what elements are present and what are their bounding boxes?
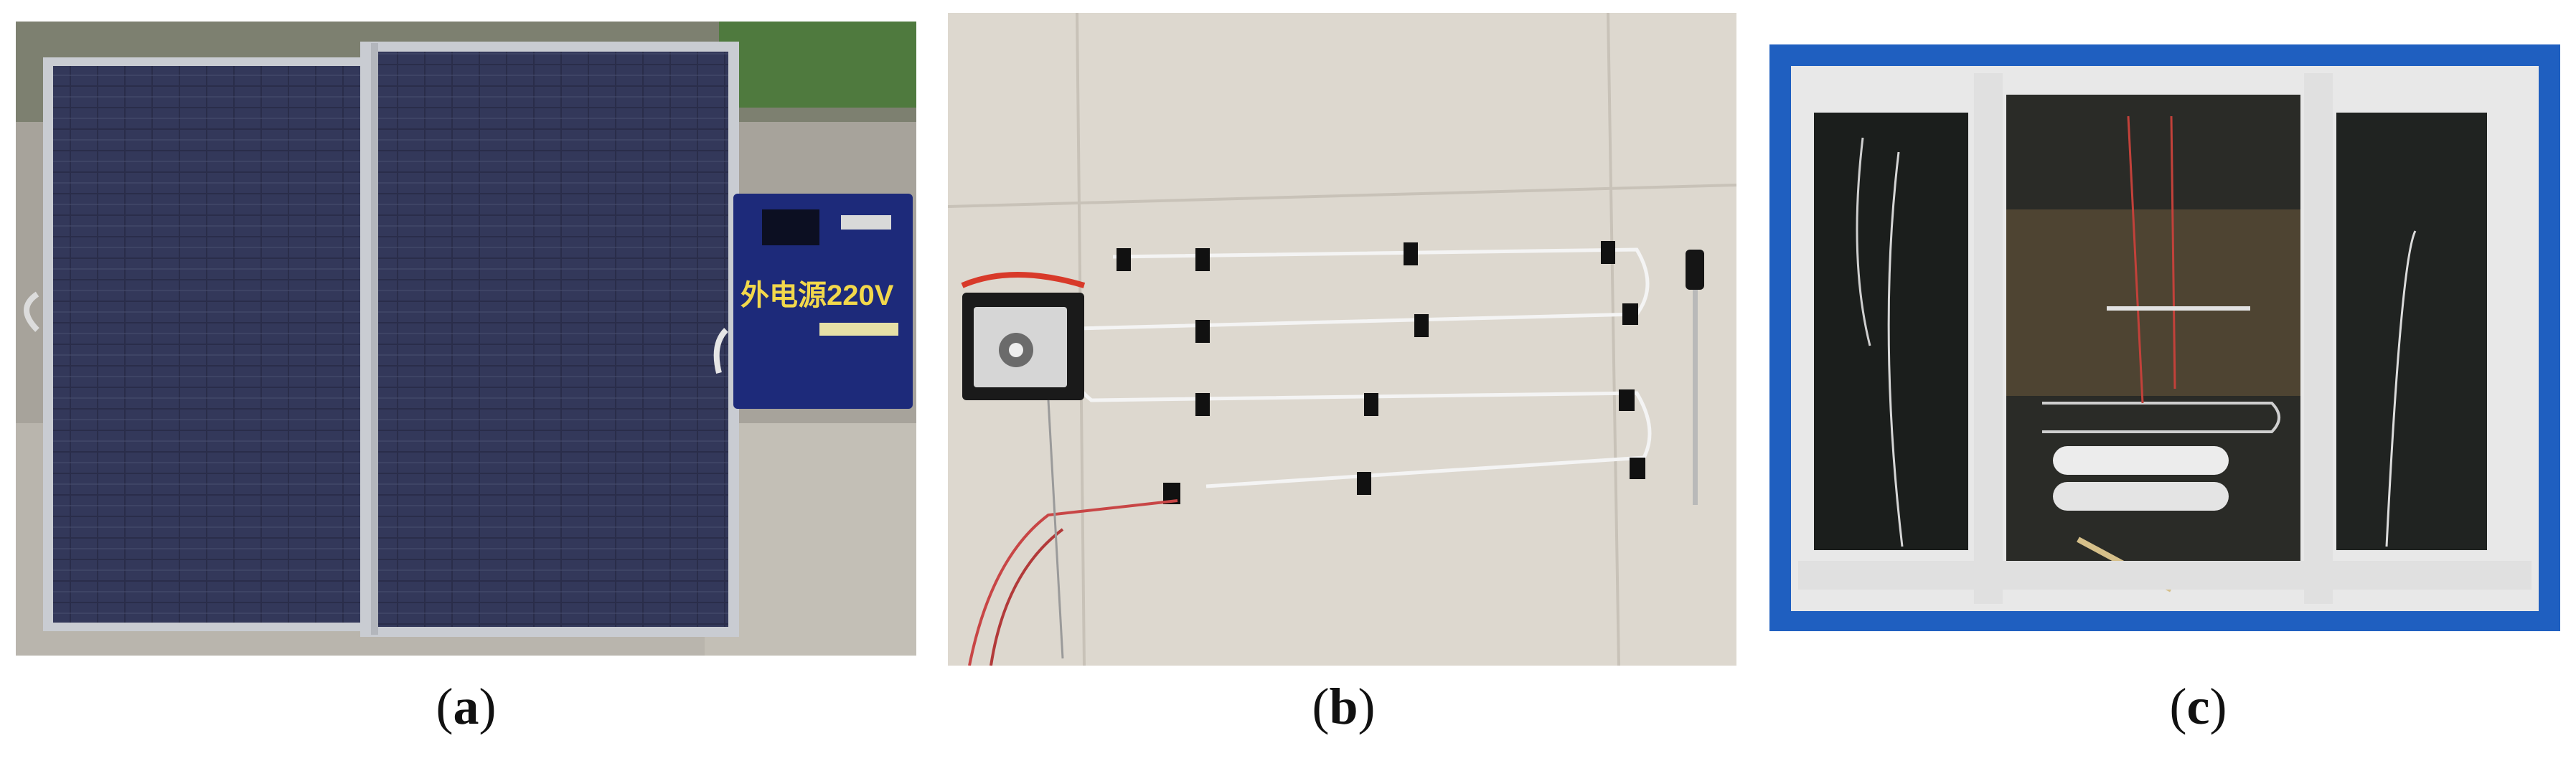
- photo-window: [1769, 44, 2560, 631]
- power-supply-box: [733, 194, 913, 409]
- controller-box-icon: [961, 272, 1086, 400]
- heating-wire-scene: [948, 13, 1736, 666]
- caption-c-letter: c: [2186, 678, 2210, 735]
- photo-heating-wire: [948, 13, 1736, 666]
- temperature-probe-icon: [1686, 250, 1704, 505]
- caption-b: (b): [1312, 678, 1376, 735]
- photo-solar-panels: 外电源220V: [16, 22, 916, 656]
- caption-c: (c): [2169, 678, 2227, 735]
- power-box-label: 外电源220V: [741, 280, 894, 311]
- caption-b-letter: b: [1329, 678, 1358, 735]
- caption-a-letter: a: [453, 678, 479, 735]
- caption-a: (a): [436, 678, 497, 735]
- window-scene: [1769, 44, 2560, 631]
- tape-markers: [1117, 241, 1645, 504]
- window-pane-right: [2336, 113, 2487, 550]
- window-pane-left: [1814, 113, 1968, 550]
- solar-panel-scene: 外电源220V: [16, 22, 916, 656]
